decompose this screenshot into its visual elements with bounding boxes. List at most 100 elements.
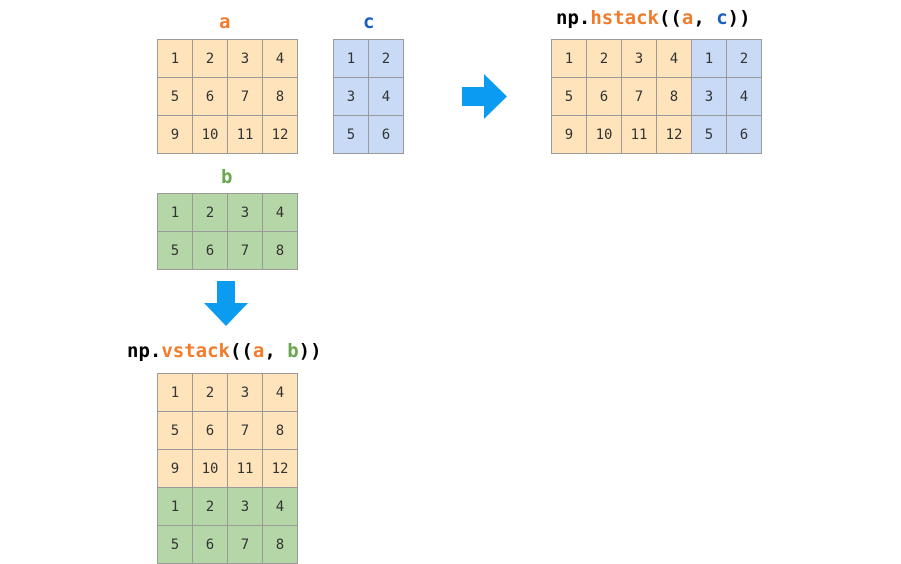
matrix-cell: 5 bbox=[157, 77, 193, 116]
matrix-cell: 2 bbox=[192, 487, 228, 526]
right-arrow-icon bbox=[462, 74, 507, 119]
matrix-cell: 9 bbox=[551, 115, 587, 154]
matrix-cell: 4 bbox=[262, 373, 298, 412]
down-arrow-shape bbox=[204, 281, 248, 326]
right-arrow-shape bbox=[462, 74, 507, 119]
matrix-cell: 6 bbox=[192, 525, 228, 564]
matrix-cell: 3 bbox=[227, 39, 263, 78]
matrix-cell: 12 bbox=[656, 115, 692, 154]
matrix-cell: 2 bbox=[192, 193, 228, 232]
matrix-cell: 1 bbox=[551, 39, 587, 78]
matrix-cell: 5 bbox=[157, 411, 193, 450]
hstack-sep: , bbox=[693, 7, 717, 29]
matrix-cell: 6 bbox=[368, 115, 404, 154]
matrix-cell: 4 bbox=[368, 77, 404, 116]
matrix-cell: 2 bbox=[192, 373, 228, 412]
matrix-cell: 8 bbox=[262, 525, 298, 564]
matrix-cell: 1 bbox=[157, 373, 193, 412]
vstack-prefix: np. bbox=[127, 340, 162, 362]
matrix-cell: 6 bbox=[192, 411, 228, 450]
array-c-name: c bbox=[363, 11, 375, 33]
matrix-cell: 11 bbox=[621, 115, 657, 154]
matrix-cell: 4 bbox=[262, 193, 298, 232]
array-a-label: a bbox=[219, 11, 230, 33]
matrix-cell: 3 bbox=[227, 373, 263, 412]
matrix-cell: 6 bbox=[192, 77, 228, 116]
matrix-cell: 11 bbox=[227, 449, 263, 488]
matrix-cell: 4 bbox=[726, 77, 762, 116]
matrix-cell: 1 bbox=[157, 487, 193, 526]
matrix-cell: 1 bbox=[691, 39, 727, 78]
matrix-cell: 9 bbox=[157, 449, 193, 488]
matrix-cell: 5 bbox=[157, 525, 193, 564]
matrix-cell: 8 bbox=[262, 231, 298, 270]
matrix-cell: 7 bbox=[227, 411, 263, 450]
matrix-cell: 1 bbox=[157, 193, 193, 232]
vstack-close: )) bbox=[298, 340, 322, 362]
vstack-arg1: a bbox=[252, 340, 265, 362]
matrix-cell: 2 bbox=[368, 39, 404, 78]
vstack-sep: , bbox=[264, 340, 288, 362]
matrix-cell: 3 bbox=[621, 39, 657, 78]
matrix-cell: 8 bbox=[656, 77, 692, 116]
matrix-cell: 2 bbox=[726, 39, 762, 78]
matrix-cell: 7 bbox=[227, 231, 263, 270]
matrix-cell: 11 bbox=[227, 115, 263, 154]
matrix-cell: 3 bbox=[333, 77, 369, 116]
matrix-cell: 5 bbox=[157, 231, 193, 270]
array-b-name: b bbox=[221, 166, 233, 188]
matrix-cell: 8 bbox=[262, 411, 298, 450]
vstack-expression: np.vstack((a, b)) bbox=[127, 340, 322, 362]
matrix-cell: 1 bbox=[333, 39, 369, 78]
hstack-close: )) bbox=[727, 7, 751, 29]
matrix-cell: 6 bbox=[726, 115, 762, 154]
array-b-label: b bbox=[221, 166, 232, 188]
hstack-func: hstack bbox=[590, 7, 659, 29]
matrix-cell: 4 bbox=[656, 39, 692, 78]
matrix-cell: 10 bbox=[192, 115, 228, 154]
matrix-cell: 6 bbox=[192, 231, 228, 270]
matrix-cell: 6 bbox=[586, 77, 622, 116]
matrix-cell: 7 bbox=[621, 77, 657, 116]
matrix-cell: 8 bbox=[262, 77, 298, 116]
down-arrow-icon bbox=[204, 281, 248, 326]
matrix-cell: 12 bbox=[262, 449, 298, 488]
hstack-arg2: c bbox=[716, 7, 728, 29]
matrix-cell: 5 bbox=[551, 77, 587, 116]
matrix-cell: 7 bbox=[227, 77, 263, 116]
matrix-cell: 2 bbox=[192, 39, 228, 78]
matrix-cell: 9 bbox=[157, 115, 193, 154]
matrix-cell: 7 bbox=[227, 525, 263, 564]
hstack-open: (( bbox=[658, 7, 682, 29]
hstack-arg1: a bbox=[681, 7, 694, 29]
array-c-label: c bbox=[363, 11, 374, 33]
matrix-cell: 10 bbox=[192, 449, 228, 488]
matrix-cell: 1 bbox=[157, 39, 193, 78]
matrix-cell: 4 bbox=[262, 39, 298, 78]
matrix-cell: 10 bbox=[586, 115, 622, 154]
matrix-cell: 2 bbox=[586, 39, 622, 78]
matrix-cell: 4 bbox=[262, 487, 298, 526]
matrix-cell: 3 bbox=[691, 77, 727, 116]
matrix-cell: 12 bbox=[262, 115, 298, 154]
matrix-cell: 5 bbox=[333, 115, 369, 154]
array-a-name: a bbox=[219, 11, 231, 33]
